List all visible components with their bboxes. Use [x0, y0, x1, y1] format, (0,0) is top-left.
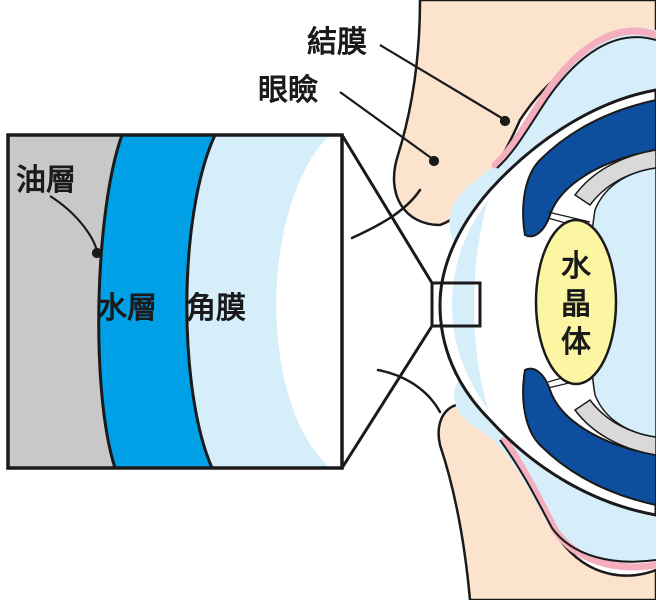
- label-lens-2: 晶: [561, 287, 591, 322]
- label-lens-1: 水: [561, 249, 592, 284]
- eye-cross-section: [352, 0, 656, 600]
- label-water-layer: 水層: [97, 291, 157, 326]
- label-lens-3: 体: [561, 325, 592, 360]
- label-oil-layer: 油層: [16, 163, 76, 198]
- label-conjunctiva: 結膜: [307, 25, 367, 60]
- lower-eyelash: [378, 370, 440, 412]
- label-eyelid: 眼瞼: [258, 73, 318, 108]
- label-cornea: 角膜: [186, 291, 246, 326]
